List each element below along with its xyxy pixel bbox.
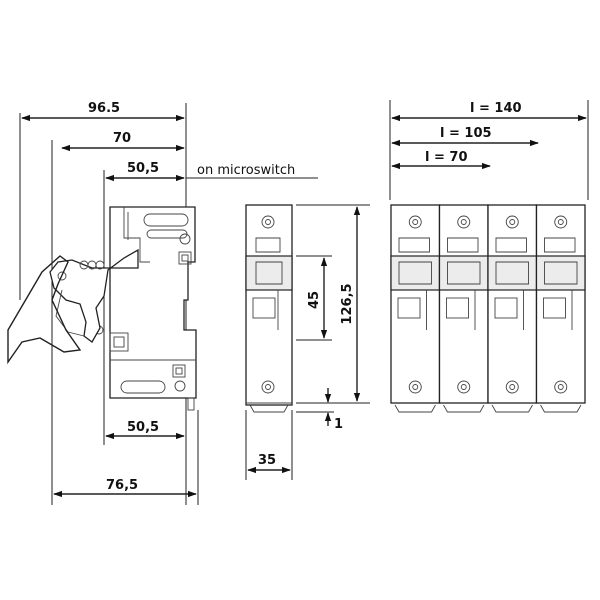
pole-2-din-clip xyxy=(443,404,485,413)
pole-4-bottom-screw xyxy=(554,380,568,394)
side-lever-pin xyxy=(57,271,67,281)
pole-2-handle-band xyxy=(438,255,489,291)
multi-pole-view: l = 140 l = 105 l = 70 xyxy=(389,100,589,413)
pole-3-top-screw-center xyxy=(509,219,516,225)
side-handle-lever xyxy=(49,248,139,343)
front-bottom-screw-outer xyxy=(261,380,275,394)
side-view: 96.5 70 50,5 on microswitch xyxy=(7,101,318,505)
pole-1-label-box xyxy=(397,297,421,319)
pole-3-bottom-screw-center xyxy=(509,384,516,390)
pole-4-din-clip xyxy=(540,404,582,413)
pole-3-handle-face xyxy=(495,261,529,285)
pole-2-top-window xyxy=(447,237,479,253)
side-din-clip xyxy=(187,397,195,411)
front-din-clip xyxy=(249,404,289,413)
front-top-window xyxy=(255,237,281,253)
dim-label-1: 1 xyxy=(334,417,343,432)
side-screw-top xyxy=(179,233,191,245)
side-terminal-mid-inner xyxy=(113,336,125,348)
side-terminal-bottom-outer xyxy=(172,364,186,378)
pole-2-label-box xyxy=(446,297,469,319)
front-handle-face xyxy=(255,261,283,285)
pole-4-top-window xyxy=(544,237,576,253)
pole-1-handle-band xyxy=(390,255,441,291)
pole-4-top-screw-center xyxy=(557,219,564,225)
front-handle-band xyxy=(245,255,293,291)
pole-4-top-screw xyxy=(554,215,568,229)
side-bottom-slot xyxy=(120,380,166,394)
pole-3-label-box xyxy=(494,297,518,319)
front-top-screw-outer xyxy=(261,215,275,229)
pole-4-label-box xyxy=(543,297,566,319)
pole-3-top-window xyxy=(495,237,527,253)
dim-label-l-140: l = 140 xyxy=(470,101,522,116)
microswitch-note: on microswitch xyxy=(197,163,295,178)
pole-2-handle-face xyxy=(447,261,481,285)
front-label-box xyxy=(252,297,276,319)
pole-1-din-clip xyxy=(394,404,436,413)
pole-2-top-screw xyxy=(457,215,471,229)
pole-1-bottom-screw-center xyxy=(412,384,419,390)
side-top-slot xyxy=(143,213,189,227)
dim-label-l-70: l = 70 xyxy=(425,150,468,165)
pole-4-handle-face xyxy=(544,261,578,285)
pole-1-top-screw xyxy=(408,215,422,229)
side-terminal-top-outer xyxy=(178,251,192,265)
dim-label-70: 70 xyxy=(113,131,131,146)
dim-label-35: 35 xyxy=(258,453,276,468)
front-top-screw-inner xyxy=(265,219,271,225)
dim-label-96-5: 96.5 xyxy=(88,101,120,116)
pole-4-handle-band xyxy=(535,255,586,291)
dim-label-76-5: 76,5 xyxy=(106,478,138,493)
pole-3-handle-band xyxy=(487,255,538,291)
side-lever-claw xyxy=(55,289,85,337)
front-view: 45 126,5 1 35 xyxy=(245,204,370,480)
pole-4-bottom-screw-center xyxy=(557,384,564,390)
pole-3-top-screw xyxy=(505,215,519,229)
pole-1-handle-face xyxy=(398,261,432,285)
side-lever-dot-3 xyxy=(95,260,105,270)
side-handle-open-outline xyxy=(7,255,82,365)
dim-label-l-105: l = 105 xyxy=(440,126,492,141)
side-housing xyxy=(109,206,197,399)
dim-label-50-5-top: 50,5 xyxy=(127,161,159,176)
pole-3-din-clip xyxy=(491,404,533,413)
pole-3-bottom-screw xyxy=(505,380,519,394)
pole-2-top-screw-center xyxy=(460,219,467,225)
side-screw-bottom xyxy=(174,380,186,392)
side-terminal-top-inner xyxy=(181,254,189,262)
pole-2-bottom-screw-center xyxy=(460,384,467,390)
side-terminal-bottom-inner xyxy=(175,367,183,375)
dim-label-126-5: 126,5 xyxy=(340,283,355,324)
side-inner-step xyxy=(123,207,150,263)
pole-2-bottom-screw xyxy=(457,380,471,394)
dim-label-50-5-bottom: 50,5 xyxy=(127,420,159,435)
front-bottom-screw-inner xyxy=(265,384,271,390)
side-terminal-mid-outer xyxy=(109,332,129,352)
pole-1-bottom-screw xyxy=(408,380,422,394)
multi-pole-units xyxy=(390,204,586,413)
pole-1-top-screw-center xyxy=(412,219,419,225)
pole-1-top-window xyxy=(398,237,430,253)
dim-label-45: 45 xyxy=(307,291,322,309)
